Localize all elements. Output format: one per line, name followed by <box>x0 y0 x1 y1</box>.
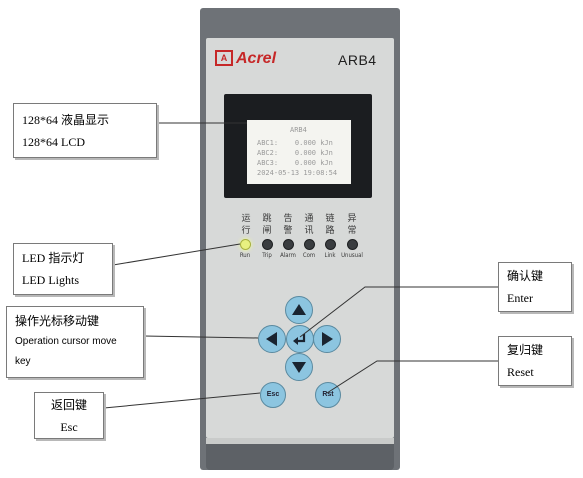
led-en-alarm: Alarm <box>280 252 296 259</box>
callout-led: LED 指示灯 LED Lights <box>13 243 113 295</box>
lcd-row: 2024-05-13 19:08:54 <box>257 169 338 177</box>
arrow-left-icon <box>266 332 277 346</box>
led-label-run: 运行 <box>241 214 251 236</box>
leader-line-reset <box>326 360 498 394</box>
up-key[interactable] <box>285 296 313 324</box>
lcd-screen: ARB4 ABC1: 0.000 kJn ABC2: 0.000 kJn ABC… <box>247 120 351 184</box>
right-key[interactable] <box>313 325 341 353</box>
led-en-run: Run <box>239 252 251 259</box>
lcd-row: ABC3: 0.000 kJn <box>257 159 333 167</box>
model-label: ARB4 <box>338 52 377 68</box>
led-en-link: Link <box>324 252 336 259</box>
faceplate-bottom-strip <box>206 438 394 444</box>
arrow-right-icon <box>322 332 333 346</box>
callout-esc: 返回键 Esc <box>34 392 104 439</box>
enter-key[interactable] <box>286 325 314 353</box>
led-link <box>325 239 336 250</box>
led-unusual <box>347 239 358 250</box>
leader-line-led <box>112 243 241 266</box>
device-base <box>206 444 394 470</box>
led-label-unusual: 异常 <box>347 214 357 236</box>
led-en-unusual: Unusual <box>341 252 363 259</box>
led-alarm <box>283 239 294 250</box>
led-label-com: 通讯 <box>304 214 314 236</box>
leader-line-esc <box>103 392 261 409</box>
led-label-link: 链路 <box>325 214 335 236</box>
callout-reset: 复归键 Reset <box>498 336 572 386</box>
enter-icon <box>293 334 306 345</box>
led-trip <box>262 239 273 250</box>
leader-line-cursor <box>143 335 259 339</box>
callout-enter: 确认键 Enter <box>498 262 572 312</box>
callout-cursor: 操作光标移动键 Operation cursor move key <box>6 306 144 378</box>
led-run <box>240 239 251 250</box>
callout-lcd: 128*64 液晶显示 128*64 LCD <box>13 103 157 158</box>
left-key[interactable] <box>258 325 286 353</box>
esc-key[interactable]: Esc <box>260 382 286 408</box>
arrow-down-icon <box>292 362 306 373</box>
brand-mark-icon: A <box>215 50 233 66</box>
brand-name: Acrel <box>236 50 277 67</box>
led-label-trip: 跳闸 <box>262 214 272 236</box>
led-en-com: Com <box>302 252 316 259</box>
led-label-alarm: 告警 <box>283 214 293 236</box>
led-en-trip: Trip <box>262 252 272 259</box>
led-com <box>304 239 315 250</box>
leader-line-enter <box>299 286 498 338</box>
lcd-row: ABC1: 0.000 kJn <box>257 139 333 147</box>
lcd-row: ABC2: 0.000 kJn <box>257 149 333 157</box>
lcd-title: ARB4 <box>290 126 307 134</box>
arrow-up-icon <box>292 304 306 315</box>
down-key[interactable] <box>285 353 313 381</box>
